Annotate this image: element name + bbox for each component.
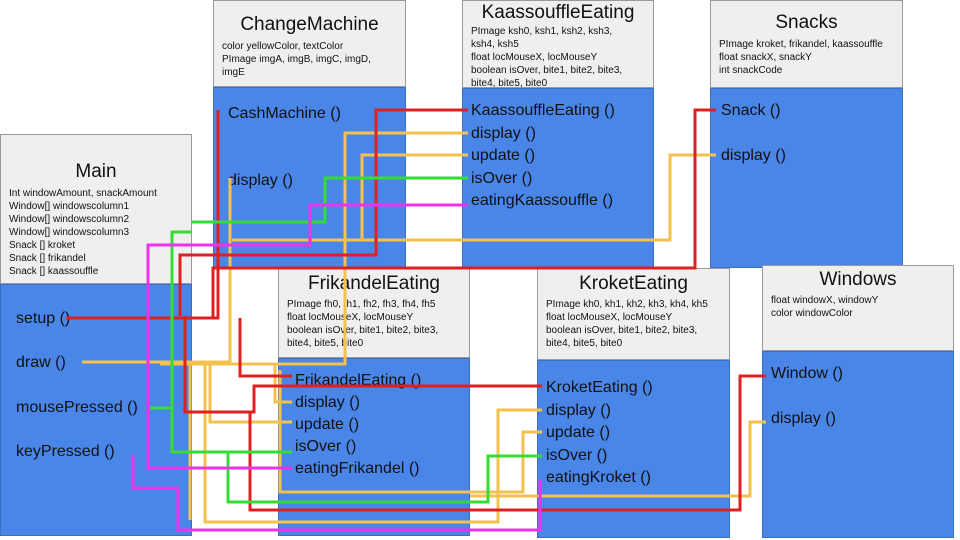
class-kroket-eating: KroketEating PImage kh0, kh1, kh2, kh3, … — [537, 268, 730, 538]
method-window: Window () — [771, 365, 844, 382]
class-snacks-header: Snacks PImage kroket, frikandel, kaassou… — [710, 0, 903, 88]
attribute: imgE — [222, 67, 245, 78]
class-snacks-methods: Snack () display () — [710, 88, 903, 268]
method-mouse-pressed: mousePressed () — [16, 399, 138, 416]
method-cash-machine: CashMachine () — [228, 105, 341, 122]
method-frikandel-eating: FrikandelEating () — [295, 372, 422, 389]
attribute: Window[] windowscolumn3 — [9, 227, 130, 238]
attribute: Snack [] kroket — [9, 240, 76, 251]
attribute: PImage imgA, imgB, imgC, imgD, — [222, 54, 371, 65]
class-main-attributes: Int windowAmount, snackAmount Window[] w… — [9, 187, 183, 278]
class-windows-attributes: float windowX, windowY color windowColor — [771, 294, 945, 320]
class-change-machine: ChangeMachine color yellowColor, textCol… — [213, 0, 406, 268]
class-main-header: Main Int windowAmount, snackAmount Windo… — [0, 134, 192, 284]
method-eating-frikandel: eatingFrikandel () — [295, 460, 420, 477]
attribute: bite4, bite5, bite0 — [287, 338, 364, 349]
class-kaassouffle-eating-attributes: PImage ksh0, ksh1, ksh2, ksh3, ksh4, ksh… — [471, 25, 645, 90]
attribute: PImage fh0, fh1, fh2, fh3, fh4, fh5 — [287, 299, 436, 310]
attribute: float locMouseX, locMouseY — [546, 312, 673, 323]
class-kaassouffle-eating: KaassouffleEating PImage ksh0, ksh1, ksh… — [462, 0, 654, 268]
class-windows-methods: Window () display () — [762, 351, 954, 538]
method-key-pressed: keyPressed () — [16, 443, 115, 460]
class-frikandel-eating-header: FrikandelEating PImage fh0, fh1, fh2, fh… — [278, 268, 470, 358]
method-is-over: isOver () — [295, 438, 357, 455]
class-change-machine-header: ChangeMachine color yellowColor, textCol… — [213, 0, 406, 87]
attribute: ksh4, ksh5 — [471, 39, 519, 50]
class-change-machine-attributes: color yellowColor, textColor PImage imgA… — [222, 40, 397, 79]
method-display: display () — [471, 125, 536, 142]
attribute: Snack [] frikandel — [9, 253, 86, 264]
class-windows: Windows float windowX, windowY color win… — [762, 265, 954, 538]
attribute: float snackX, snackY — [719, 52, 812, 63]
attribute: Window[] windowscolumn2 — [9, 214, 130, 225]
class-frikandel-eating-methods: FrikandelEating () display () update () … — [278, 358, 470, 536]
method-update: update () — [295, 416, 360, 433]
class-kroket-eating-methods: KroketEating () display () update () isO… — [537, 360, 730, 538]
attribute: float windowX, windowY — [771, 295, 879, 306]
attribute: bite4, bite5, bite0 — [546, 338, 623, 349]
method-kroket-eating: KroketEating () — [546, 379, 653, 396]
method-display: display () — [295, 394, 360, 411]
attribute: color yellowColor, textColor — [222, 41, 344, 52]
method-snack: Snack () — [721, 102, 781, 119]
class-kroket-eating-header: KroketEating PImage kh0, kh1, kh2, kh3, … — [537, 268, 730, 360]
method-setup: setup () — [16, 310, 71, 327]
method-draw: draw () — [16, 354, 66, 371]
attribute: boolean isOver, bite1, bite2, bite3, — [471, 65, 623, 76]
class-change-machine-name: ChangeMachine — [240, 14, 379, 35]
method-eating-kaassouffle: eatingKaassouffle () — [471, 192, 614, 209]
attribute: bite4, bite5, bite0 — [471, 78, 548, 89]
class-main: Main Int windowAmount, snackAmount Windo… — [0, 134, 192, 536]
attribute: PImage kh0, kh1, kh2, kh3, kh4, kh5 — [546, 299, 708, 310]
attribute: Int windowAmount, snackAmount — [9, 188, 157, 199]
attribute: boolean isOver, bite1, bite2, bite3, — [287, 325, 439, 336]
class-main-name: Main — [75, 161, 117, 182]
class-main-methods: setup () draw () mousePressed () keyPres… — [0, 284, 192, 536]
attribute: Window[] windowscolumn1 — [9, 201, 130, 212]
method-update: update () — [471, 147, 536, 164]
attribute: PImage ksh0, ksh1, ksh2, ksh3, — [471, 26, 613, 37]
method-display: display () — [771, 410, 836, 427]
method-display: display () — [721, 147, 786, 164]
method-is-over: isOver () — [546, 447, 608, 464]
class-kaassouffle-eating-methods: KaassouffleEating () display () update (… — [462, 88, 654, 268]
class-snacks-attributes: PImage kroket, frikandel, kaassouffle fl… — [719, 38, 894, 77]
attribute: float locMouseX, locMouseY — [471, 52, 598, 63]
attribute: float locMouseX, locMouseY — [287, 312, 414, 323]
method-is-over: isOver () — [471, 170, 533, 187]
class-kaassouffle-eating-header: KaassouffleEating PImage ksh0, ksh1, ksh… — [462, 0, 654, 90]
class-frikandel-eating: FrikandelEating PImage fh0, fh1, fh2, fh… — [278, 268, 470, 536]
class-frikandel-eating-attributes: PImage fh0, fh1, fh2, fh3, fh4, fh5 floa… — [287, 298, 461, 350]
method-display: display () — [546, 402, 611, 419]
class-kaassouffle-eating-name: KaassouffleEating — [481, 2, 635, 23]
attribute: color windowColor — [771, 308, 853, 319]
method-display: display () — [228, 172, 293, 189]
method-update: update () — [546, 424, 611, 441]
class-snacks-name: Snacks — [775, 12, 838, 33]
class-kroket-eating-attributes: PImage kh0, kh1, kh2, kh3, kh4, kh5 floa… — [546, 298, 721, 350]
class-change-machine-methods: CashMachine () display () — [213, 87, 406, 268]
class-frikandel-eating-name: FrikandelEating — [307, 273, 441, 294]
attribute: Snack [] kaassouffle — [9, 266, 99, 277]
attribute: int snackCode — [719, 65, 783, 76]
class-windows-name: Windows — [819, 269, 897, 290]
method-kaassouffle-eating: KaassouffleEating () — [471, 102, 615, 119]
class-kroket-eating-name: KroketEating — [579, 273, 688, 294]
class-windows-header: Windows float windowX, windowY color win… — [762, 265, 954, 351]
method-eating-kroket: eatingKroket () — [546, 469, 651, 486]
attribute: boolean isOver, bite1, bite2, bite3, — [546, 325, 698, 336]
attribute: PImage kroket, frikandel, kaassouffle — [719, 39, 883, 50]
class-snacks: Snacks PImage kroket, frikandel, kaassou… — [710, 0, 903, 268]
